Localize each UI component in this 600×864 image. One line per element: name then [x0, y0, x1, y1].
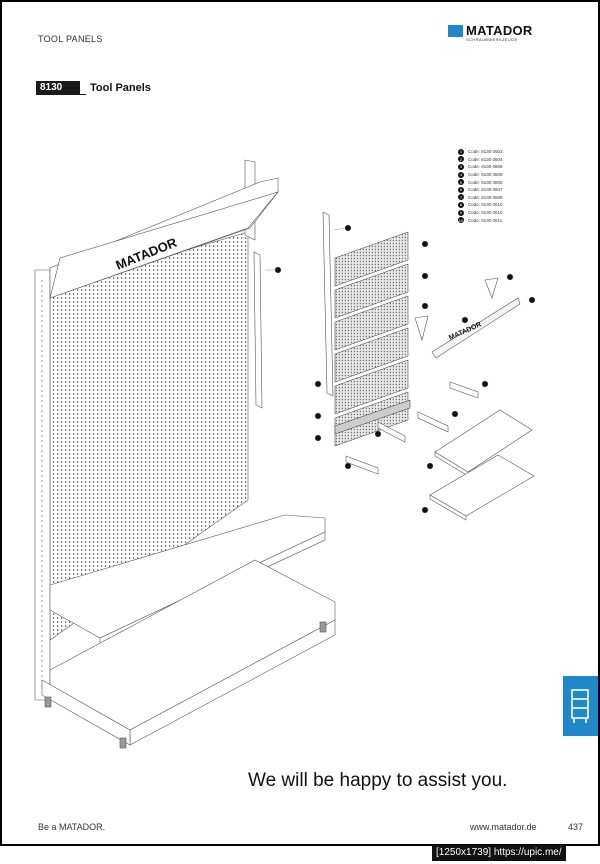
legend-code: Code: 8130 0611: [468, 217, 503, 223]
legend-number: 8: [458, 201, 464, 208]
legend-code: Code: 8130 0609: [468, 172, 503, 178]
logo-mark-icon: [448, 25, 463, 37]
legend-item: 5 Code: 8130 0605: [458, 178, 503, 186]
legend-item: 6 Code: 8130 0607: [458, 186, 503, 194]
legend-item: 9 Code: 8130 0610: [458, 209, 503, 217]
loose-shelves: [429, 409, 535, 521]
tagline: We will be happy to assist you.: [248, 770, 508, 791]
legend-number: 2: [458, 156, 464, 163]
section-label: TOOL PANELS: [38, 34, 103, 44]
legend-item: 3 Code: 8130 0608: [458, 163, 503, 171]
hooks-and-brackets: MATADOR: [345, 277, 521, 475]
brand-subtitle: SCHRAUBWERKZEUGE: [466, 37, 518, 42]
exploded-assembly-drawing: MATADOR MATADOR: [34, 159, 536, 749]
legend-item: 1 Code: 8130 0603: [458, 148, 503, 156]
side-section-tab[interactable]: [563, 676, 598, 736]
footer-website-link[interactable]: www.matador.de: [470, 822, 537, 832]
tool-panels: [334, 231, 411, 447]
legend-item: 2 Code: 8130 0604: [458, 156, 503, 164]
gondola-unit: MATADOR: [34, 159, 336, 749]
legend-code: Code: 8130 0606: [468, 194, 503, 200]
legend-number: 6: [458, 186, 464, 193]
legend-number: 4: [458, 171, 464, 178]
legend-code: Code: 8130 0608: [468, 164, 503, 170]
legend-code: Code: 8130 0603: [468, 149, 503, 155]
legend-code: Code: 8130 0610: [468, 202, 503, 208]
shelf-unit-icon: [571, 689, 589, 723]
legend-item: 10 Code: 8130 0611: [458, 216, 503, 224]
legend-item: 4 Code: 8130 0609: [458, 171, 503, 179]
legend-code: Code: 8130 0607: [468, 187, 503, 193]
legend-number: 7: [458, 194, 464, 201]
legend-number: 10: [458, 217, 464, 224]
section-code: 8130: [36, 81, 80, 95]
callout-markers: [265, 224, 536, 514]
legend-item: 7 Code: 8130 0606: [458, 194, 503, 202]
footer-slogan: Be a MATADOR.: [38, 822, 106, 832]
upright-rail: [253, 211, 334, 409]
legend-number: 9: [458, 209, 464, 216]
page-number: 437: [568, 822, 584, 832]
section-code-underline: [80, 94, 86, 95]
legend-item: 8 Code: 8130 0610: [458, 201, 503, 209]
legend-number: 5: [458, 179, 464, 186]
legend-code: Code: 8130 0605: [468, 179, 503, 185]
brand-name: MATADOR: [466, 23, 533, 38]
legend-number: 1: [458, 148, 464, 155]
image-host-badge: [1250x1739] https://upic.me/: [432, 845, 566, 861]
brand-logo: MATADOR SCHRAUBWERKZEUGE: [448, 23, 548, 46]
legend-code: Code: 8130 0604: [468, 156, 503, 162]
page-title: Tool Panels: [90, 82, 151, 94]
legend-code: Code: 8130 0610: [468, 210, 503, 216]
page-frame: [0, 0, 600, 846]
legend-number: 3: [458, 163, 464, 170]
